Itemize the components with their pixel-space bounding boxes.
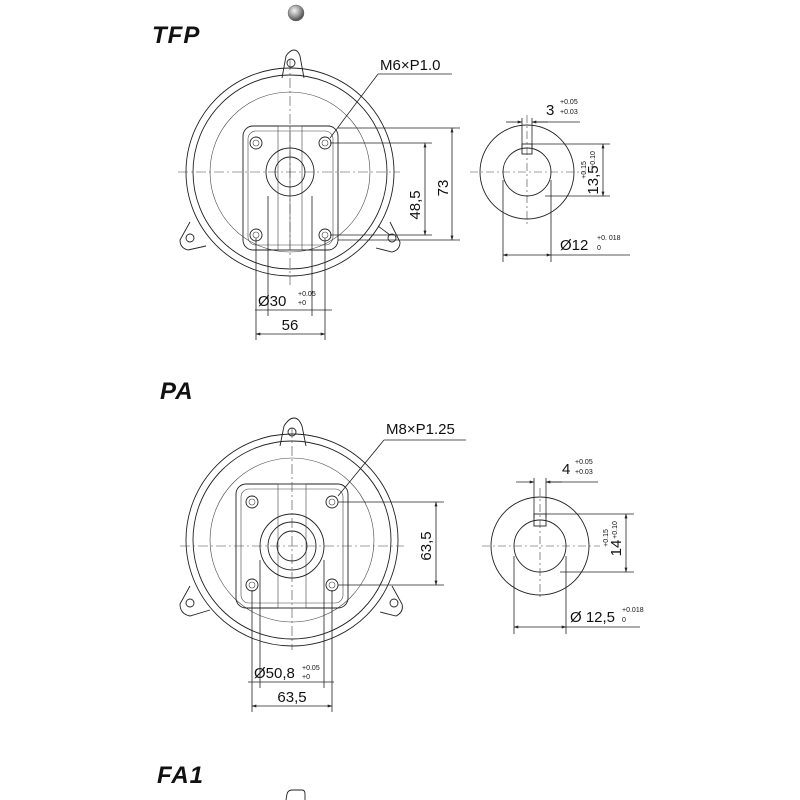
tfp-key-tol-lower: +0.03	[560, 109, 578, 116]
tfp-shaft-detail	[470, 115, 630, 262]
tfp-key-width: 3	[546, 102, 554, 119]
tfp-dim-width: 56	[282, 317, 299, 334]
tfp-dim-bore: Ø30	[258, 293, 286, 310]
pa-key-depth-tol-upper: +0.15	[603, 529, 610, 547]
pa-flange-drawing	[179, 417, 466, 712]
pa-key-depth: 14	[608, 540, 625, 557]
pa-dim-bore-tol-upper: +0.05	[302, 665, 320, 672]
tfp-key-depth-tol-upper: +0.15	[581, 161, 588, 179]
pa-key-width: 4	[562, 461, 570, 478]
ball-icon	[287, 4, 305, 22]
tfp-dim-outer-height: 73	[435, 180, 452, 197]
tfp-key-tol-upper: +0.05	[560, 99, 578, 106]
section-title-fa1: FA1	[157, 762, 205, 789]
pa-shaft-dia: Ø 12,5	[570, 609, 615, 626]
tfp-key-depth: 13,5	[585, 165, 602, 194]
pa-key-depth-tol-lower: +0.10	[612, 521, 619, 539]
tfp-key-depth-tol-lower: +0.10	[590, 151, 597, 169]
section-title-tfp: TFP	[152, 22, 201, 49]
pa-key-tol-lower: +0.03	[575, 469, 593, 476]
section-title-pa: PA	[160, 378, 194, 405]
tfp-dim-bore-tol-upper: +0.05	[298, 291, 316, 298]
pa-thread-label: M8×P1.25	[386, 421, 455, 438]
tfp-shaft-dia: Ø12	[560, 237, 588, 254]
pa-dim-height: 63,5	[418, 531, 435, 560]
tfp-flange-drawing	[178, 49, 460, 340]
tfp-thread-label: M6×P1.0	[380, 57, 440, 74]
pa-dim-bore: Ø50,8	[254, 665, 295, 682]
fa1-flange-lug	[285, 789, 306, 800]
pa-dim-bore-tol-lower: +0	[302, 674, 310, 681]
tfp-dim-inner-height: 48,5	[407, 190, 424, 219]
pa-shaft-detail	[482, 478, 640, 634]
pa-key-tol-upper: +0.05	[575, 459, 593, 466]
pa-shaft-tol-lower: 0	[622, 617, 626, 624]
pa-dim-width: 63,5	[277, 689, 306, 706]
pa-shaft-tol-upper: +0.018	[622, 607, 644, 614]
tfp-shaft-tol-lower: 0	[597, 245, 601, 252]
tfp-shaft-tol-upper: +0. 018	[597, 235, 621, 242]
tfp-dim-bore-tol-lower: +0	[298, 300, 306, 307]
